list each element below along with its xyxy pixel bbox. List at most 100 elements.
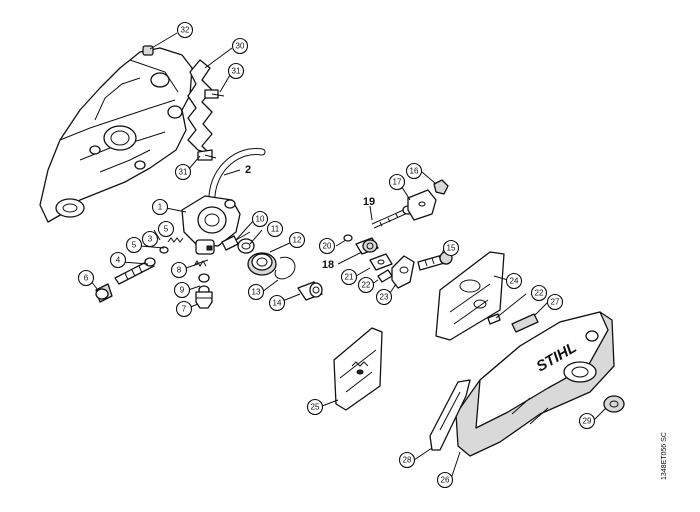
chain-brake-lever-part <box>429 379 471 451</box>
callout-label: 8 <box>177 266 182 275</box>
nut-part <box>433 179 449 195</box>
callout-label: 4 <box>116 256 121 265</box>
screw-part <box>142 45 225 161</box>
oil-pump-part <box>181 195 241 255</box>
callout-14: 14 <box>268 294 286 312</box>
callout-7: 7 <box>175 300 193 318</box>
callout-12: 12 <box>288 231 306 249</box>
spring-clip-part <box>274 256 296 280</box>
guide-plate-part <box>435 251 505 341</box>
o-ring-part <box>343 234 353 242</box>
callout-22: 22 <box>530 284 548 302</box>
callout-label: 7 <box>182 305 187 314</box>
sleeve-part <box>297 281 323 301</box>
callout-22: 22 <box>357 276 375 294</box>
callout-label: 3 <box>148 235 153 244</box>
callout-label: 22 <box>362 281 371 290</box>
screw-part <box>377 269 393 283</box>
callout-26: 26 <box>436 471 454 489</box>
tensioner-slide-part <box>391 255 415 289</box>
callout-label: 17 <box>393 178 402 187</box>
bold-part-label: 2 <box>245 164 251 176</box>
callout-label: 5 <box>132 241 137 250</box>
callout-label: 9 <box>180 286 185 295</box>
callout-3: 3 <box>141 230 159 248</box>
callout-17: 17 <box>388 173 406 191</box>
callout-label: 13 <box>252 288 261 297</box>
callout-13: 13 <box>247 283 265 301</box>
callout-25: 25 <box>306 398 324 416</box>
callout-1: 1 <box>151 198 169 216</box>
callout-16: 16 <box>405 162 423 180</box>
callout-4: 4 <box>109 251 127 269</box>
deflector-part <box>333 327 383 411</box>
callout-31: 31 <box>227 62 245 80</box>
callout-24: 24 <box>505 272 523 290</box>
callout-23: 23 <box>375 288 393 306</box>
worm-gear-part <box>247 252 277 276</box>
callout-label: 30 <box>236 42 245 51</box>
callout-31: 31 <box>174 163 192 181</box>
fitting-part <box>195 291 213 309</box>
callout-28: 28 <box>398 451 416 469</box>
callout-27: 27 <box>546 293 564 311</box>
bold-part-label: 19 <box>363 196 375 208</box>
callout-label: 31 <box>179 168 188 177</box>
callout-15: 15 <box>442 239 460 257</box>
washer-part <box>369 253 393 271</box>
callout-21: 21 <box>340 268 358 286</box>
callout-32: 32 <box>176 21 194 39</box>
callout-label: 14 <box>273 299 282 308</box>
callout-label: 26 <box>441 476 450 485</box>
bold-label-19: 19 <box>363 196 375 208</box>
callout-label: 23 <box>380 293 389 302</box>
callout-label: 25 <box>311 403 320 412</box>
bold-label-2: 2 <box>245 164 251 176</box>
callout-label: 11 <box>271 225 280 234</box>
callout-label: 12 <box>293 236 302 245</box>
callout-label: 21 <box>345 273 354 282</box>
plug-part <box>95 283 113 303</box>
callout-label: 29 <box>583 417 592 426</box>
bold-part-label: 18 <box>322 259 334 271</box>
adjusting-screw-part <box>114 257 156 285</box>
callout-label: 10 <box>256 215 265 224</box>
bold-label-18: 18 <box>322 259 334 271</box>
callout-label: 16 <box>410 167 419 176</box>
callout-label: 6 <box>84 274 89 283</box>
callout-label: 31 <box>232 67 241 76</box>
spring-part <box>167 237 184 243</box>
sprocket-cover-part <box>455 311 615 457</box>
callout-5: 5 <box>157 220 175 238</box>
callout-5: 5 <box>125 236 143 254</box>
callout-6: 6 <box>77 269 95 287</box>
washer-part <box>159 246 169 254</box>
callout-label: 22 <box>535 289 544 298</box>
callout-8: 8 <box>170 261 188 279</box>
callout-label: 20 <box>323 242 332 251</box>
callout-label: 5 <box>164 225 169 234</box>
callout-9: 9 <box>173 281 191 299</box>
callout-label: 32 <box>181 26 190 35</box>
screw-part <box>487 313 501 325</box>
callout-label: 15 <box>447 244 456 253</box>
callout-label: 27 <box>551 298 560 307</box>
callout-30: 30 <box>231 37 249 55</box>
callout-label: 1 <box>158 203 163 212</box>
nut-part <box>603 395 625 413</box>
callout-29: 29 <box>578 412 596 430</box>
catcher-part <box>511 313 539 333</box>
callout-11: 11 <box>266 220 284 238</box>
reference-code-text: 1348ET056 SC <box>661 432 668 480</box>
callout-10: 10 <box>251 210 269 228</box>
pin-part <box>193 259 209 267</box>
gasket-part <box>187 59 213 155</box>
callout-20: 20 <box>318 237 336 255</box>
tensioner-screw-part <box>355 237 379 255</box>
callout-label: 24 <box>510 277 519 286</box>
callout-label: 28 <box>403 456 412 465</box>
washer-part <box>237 238 255 254</box>
o-ring-part <box>198 273 210 295</box>
